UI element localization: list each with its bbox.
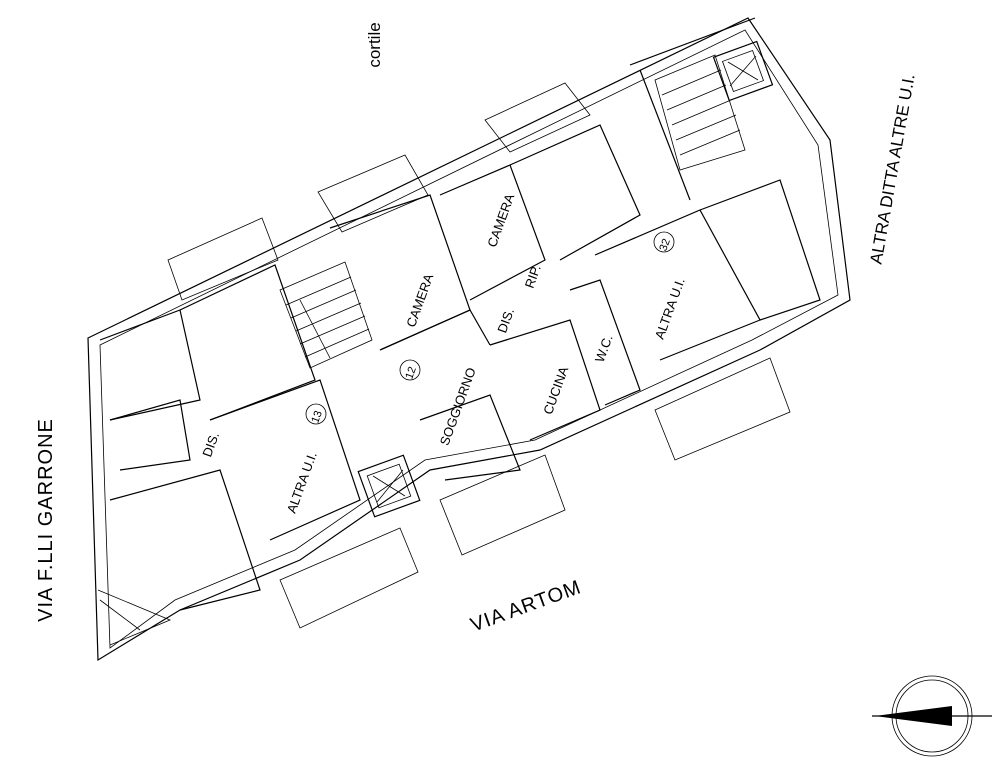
room-label-camera-1: CAMERA (403, 271, 436, 329)
building-outline (87, 17, 851, 662)
unit-marker-13: 13 (305, 403, 327, 425)
street-label-bottom: VIA ARTOM (468, 576, 585, 636)
room-label-soggiorno: SOGGIORNO (437, 366, 479, 448)
stairs-icon (279, 54, 746, 369)
room-label-altra-ui-right: ALTRA U.I. (652, 276, 688, 341)
unit-marker-32: 32 (653, 231, 675, 253)
elevator-icon (357, 40, 774, 518)
unit-marker-12: 12 (399, 359, 421, 381)
interior-walls (99, 17, 821, 611)
room-label-wc: W.C. (592, 333, 616, 365)
room-label-camera-2: CAMERA (484, 191, 517, 249)
room-label-rip: RIP. (522, 263, 544, 290)
corner-detail (97, 589, 172, 646)
unit-number-13: 13 (309, 409, 324, 425)
street-label-left: VIA F.LLI GARRONE (35, 418, 57, 622)
street-label-right: ALTRA DITTA ALTRE U.I. (866, 72, 918, 265)
street-label-top: cortile (365, 22, 384, 67)
room-label-dis-center: DIS. (494, 306, 517, 335)
north-arrow-icon (872, 675, 992, 757)
unit-number-12: 12 (403, 365, 418, 381)
room-label-altra-ui-left: ALTRA U.I. (284, 450, 320, 515)
balconies (167, 82, 791, 629)
room-label-cucina: CUCINA (540, 364, 571, 416)
unit-number-32: 32 (657, 237, 672, 253)
room-label-dis-left: DIS. (199, 430, 222, 459)
